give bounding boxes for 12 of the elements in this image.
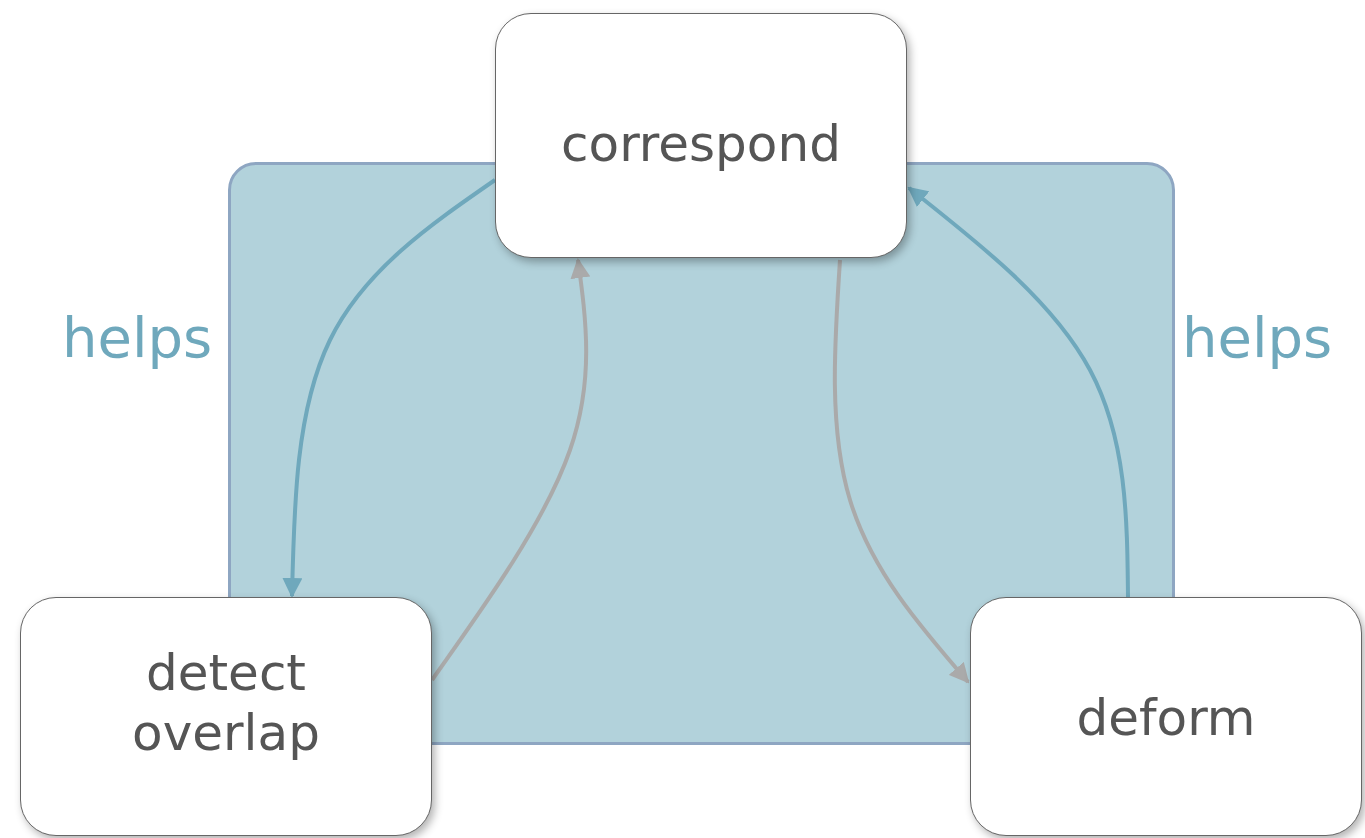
- arrow: [282, 178, 497, 598]
- process-box: [495, 13, 907, 258]
- arrow: [907, 186, 1130, 597]
- edge-label: helps: [62, 305, 213, 370]
- node-label: correspond: [560, 114, 842, 174]
- arrow: [430, 258, 591, 682]
- node-label: deform: [1075, 688, 1257, 748]
- arrow: [832, 259, 970, 684]
- process-box: [970, 597, 1362, 836]
- node-label: detect overlap: [131, 643, 321, 763]
- edge-label: helps: [1182, 305, 1333, 370]
- process-box: [20, 597, 432, 836]
